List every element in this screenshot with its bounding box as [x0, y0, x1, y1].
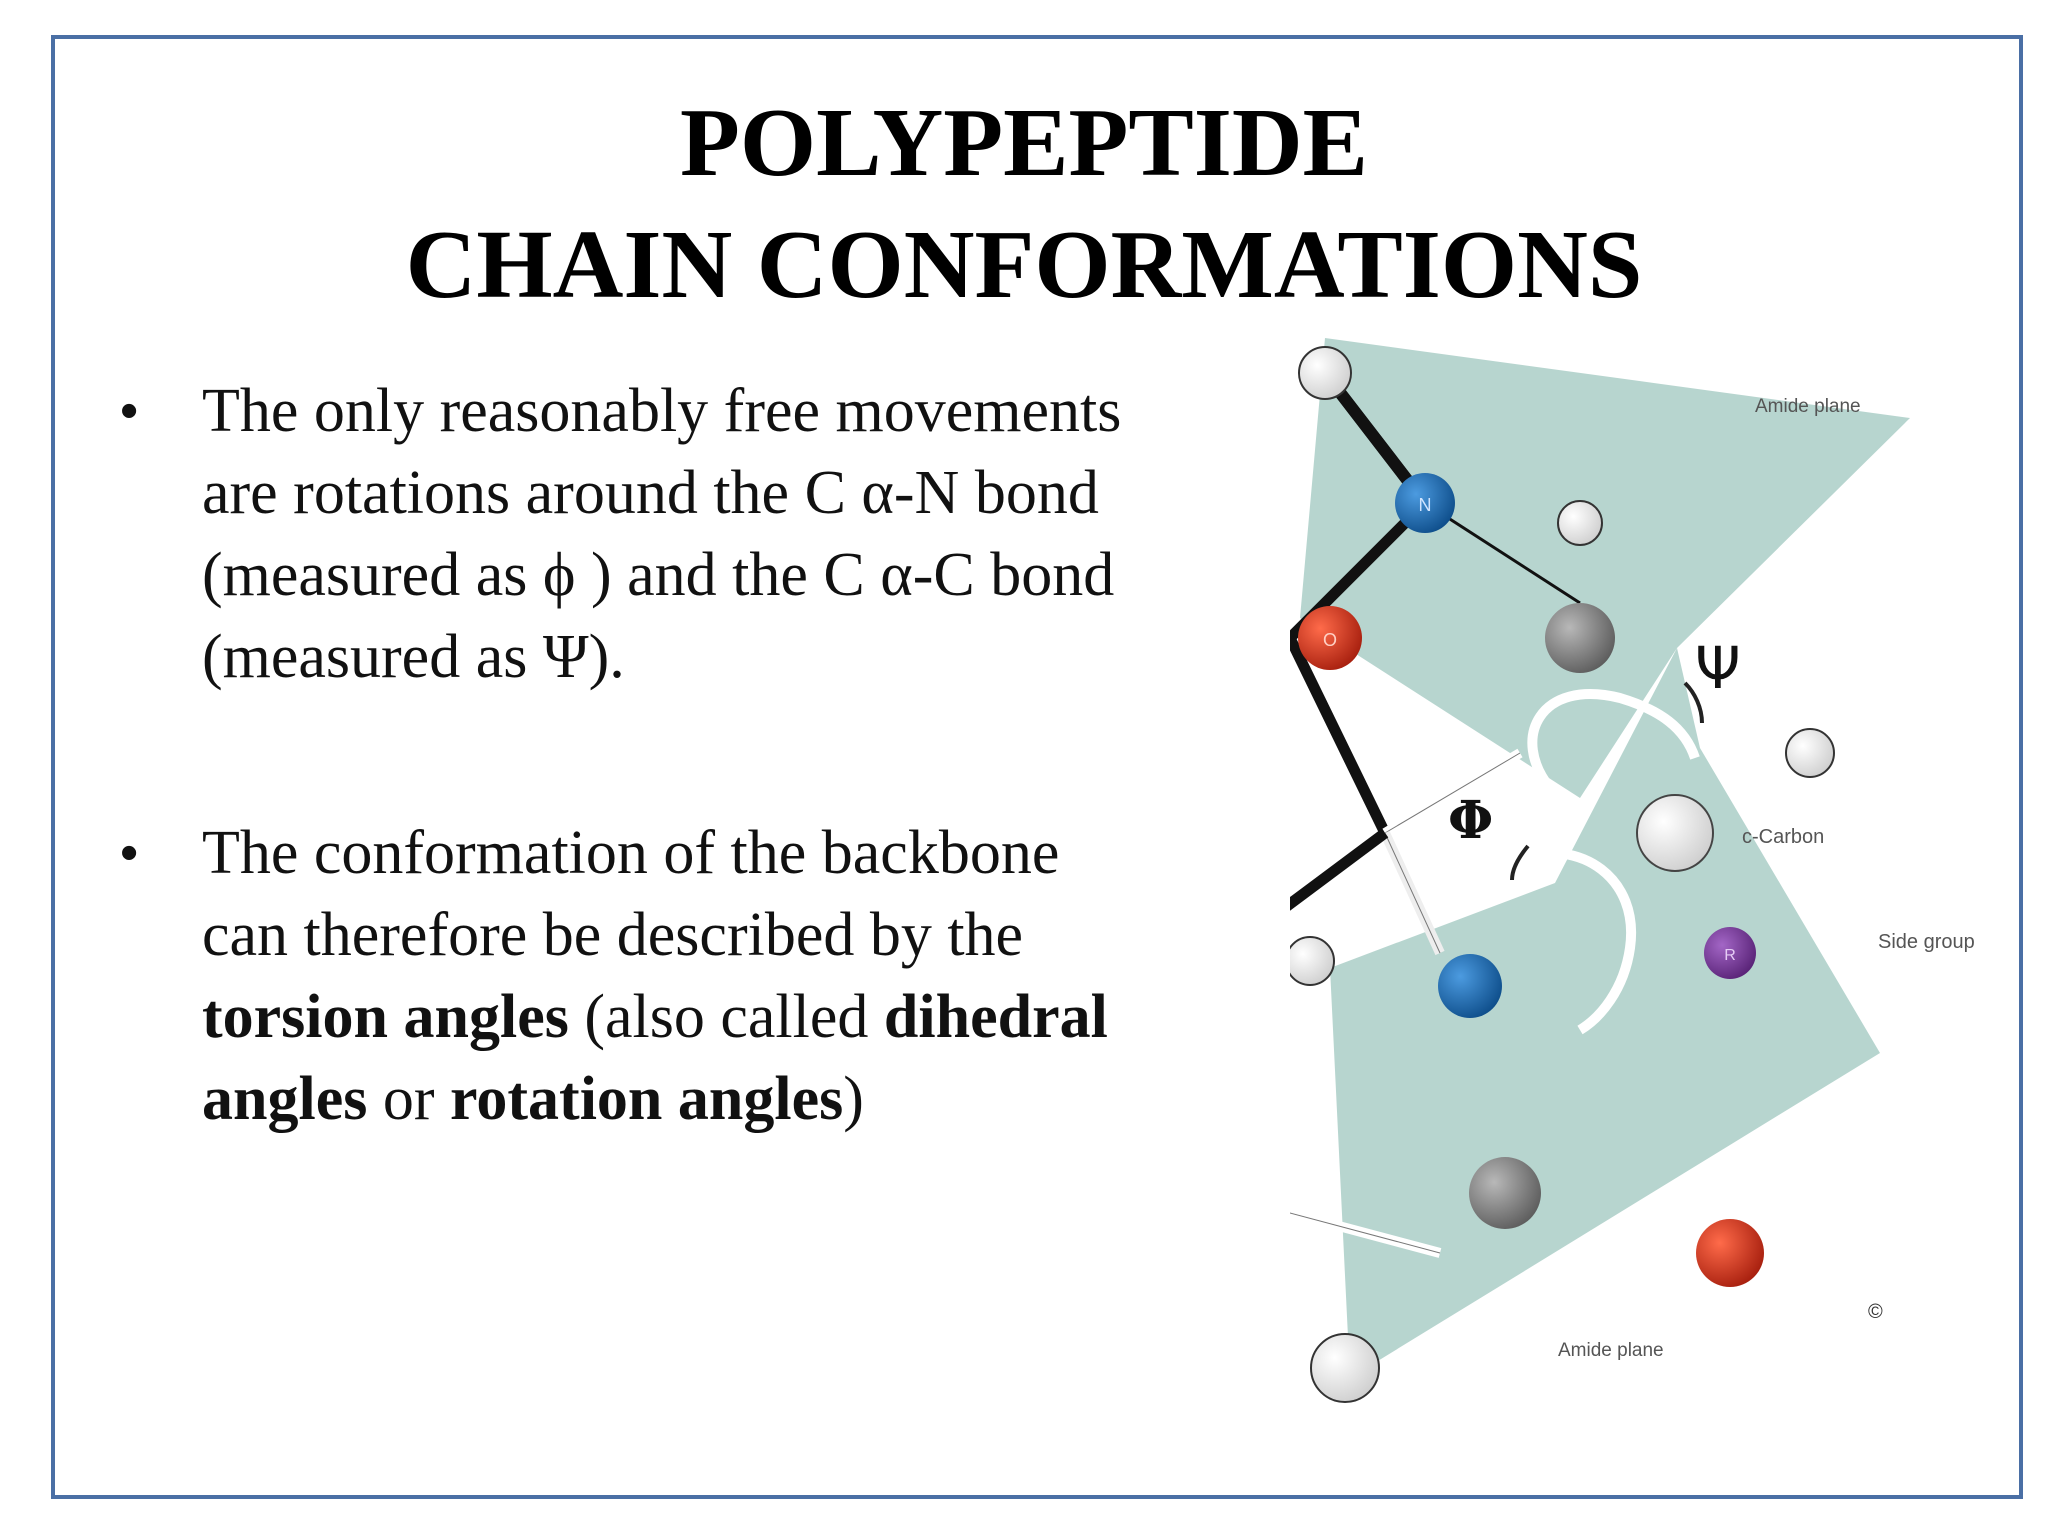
bullet-text: The only reasonably free movements are r… — [202, 370, 1258, 698]
psi-rotation-arrow — [1527, 689, 1700, 792]
bullet-fragment: or — [367, 1065, 451, 1133]
bullet-line: The only reasonably free movements — [202, 377, 1122, 445]
bullet-line: The conformation of the backbone — [202, 819, 1060, 887]
phi-rotation-arrow — [1518, 847, 1637, 1035]
hydrogen-atom-left — [1290, 936, 1335, 986]
nitrogen-atom-top — [1395, 473, 1455, 533]
atoms: N O R — [1290, 346, 1835, 1403]
bullet-line: can therefore be described by the — [202, 901, 1024, 969]
bullet-fragment: (also called — [568, 983, 884, 1051]
bullet-item-rotations: • The only reasonably free movements are… — [118, 370, 1258, 698]
psi-label: Ψ — [1695, 634, 1741, 702]
phi-arrow-tail — [1510, 844, 1530, 881]
term-torsion-angles: torsion angles — [202, 983, 569, 1051]
bullet-dot-icon: • — [120, 824, 139, 882]
bullet-line: (measured as ϕ ) and the C α-C bond — [202, 541, 1115, 609]
hydrogen-atom-right — [1557, 500, 1603, 546]
psi-arrow-tail — [1683, 681, 1704, 724]
label-c-carbon: c-Carbon — [1742, 826, 1824, 848]
label-side-group: Side group — [1878, 931, 1975, 953]
hydrogen-atom-top — [1298, 346, 1352, 400]
bullet-dot-icon: • — [120, 382, 139, 440]
alpha-carbon — [1636, 794, 1714, 872]
term-rotation-angles: rotation angles — [450, 1065, 844, 1133]
bullet-line: angles or rotation angles) — [202, 1058, 1258, 1140]
carbonyl-carbon-bottom — [1469, 1157, 1541, 1229]
bullet-text: The conformation of the backbone can the… — [202, 812, 1258, 1140]
copyright-mark: © — [1868, 1301, 1883, 1323]
bullet-line: torsion angles (also called dihedral — [202, 976, 1258, 1058]
label-amide-plane-bottom: Amide plane — [1558, 1340, 1664, 1361]
label-amide-plane-top: Amide plane — [1755, 396, 1861, 417]
carbonyl-carbon-top — [1545, 603, 1615, 673]
atom-o-label: O — [1323, 630, 1337, 650]
bullet-line: are rotations around the C α-N bond — [202, 459, 1099, 527]
atom-r-label: R — [1724, 947, 1736, 964]
peptide-backbone-diagram: N O R Ψ Φ Amide plane c-Carbon Side grou… — [1290, 338, 1975, 1403]
term-angles: angles — [202, 1065, 368, 1133]
bullet-list: • The only reasonably free movements are… — [118, 370, 1258, 1140]
amide-plane-top — [1300, 338, 1910, 798]
term-dihedral: dihedral — [883, 983, 1108, 1051]
phi-label: Φ — [1448, 790, 1493, 851]
title-line-2: CHAIN CONFORMATIONS — [405, 211, 1643, 319]
oxygen-atom-top — [1298, 606, 1362, 670]
nitrogen-atom-bottom — [1438, 954, 1502, 1018]
title-line-1: POLYPEPTIDE — [680, 89, 1368, 197]
atom-n-label: N — [1419, 495, 1432, 515]
bullet-fragment: ) — [843, 1065, 864, 1133]
side-group-atom — [1704, 927, 1756, 979]
hydrogen-atom-bottom — [1310, 1333, 1380, 1403]
bullet-line: (measured as Ψ). — [202, 623, 625, 691]
peptide-backbone-figure: N O R Ψ Φ Amide plane c-Carbon Side grou… — [1290, 318, 2010, 1448]
bullet-item-torsion-angles: • The conformation of the backbone can t… — [118, 812, 1258, 1140]
oxygen-atom-bottom — [1696, 1219, 1764, 1287]
slide-title: POLYPEPTIDE CHAIN CONFORMATIONS — [0, 82, 2048, 326]
hydrogen-atom-alpha — [1785, 728, 1835, 778]
